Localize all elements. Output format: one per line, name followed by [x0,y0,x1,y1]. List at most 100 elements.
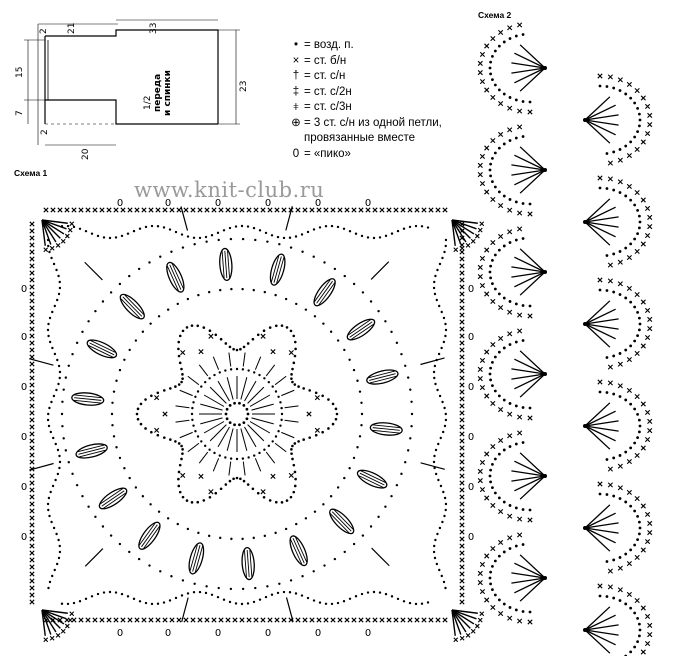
stitch-post [511,266,546,273]
sc-cross [459,466,465,472]
cluster-oval-line [90,340,116,353]
chain-dot [62,437,65,440]
chain-dot [87,320,90,323]
sc-cross [517,532,523,538]
chain-dot [489,276,493,280]
chain-dot [139,422,143,426]
chain-dot [144,601,148,605]
sc-cross [407,617,413,623]
cluster-oval-shape [71,392,105,406]
stitch-post [584,221,616,238]
stitch-post [244,380,257,402]
chain-dot [502,40,506,44]
chain-dot [410,412,414,416]
sc-cross [507,535,513,541]
sc-cross [148,207,154,213]
chain-dot [64,376,68,379]
sc-cross [141,617,147,623]
chain-dot [262,495,266,499]
chain-dot [395,341,399,345]
sc-cross [232,617,238,623]
sc-cross [640,605,646,611]
chain-dot [502,398,506,402]
chain-dot [180,367,183,371]
stitch-post [265,451,276,464]
chain-dot [141,495,145,498]
sc-cross [477,70,483,76]
chain-dot [180,457,183,461]
chain-dot [254,238,257,242]
sc-cross [597,379,603,385]
sc-cross [626,285,632,291]
chain-dot [636,538,639,542]
chain-dot [51,574,54,578]
chain-dot [508,547,512,550]
chain-dot [123,358,126,361]
sc-cross [490,196,496,203]
chain-dot [51,346,54,350]
chain-dot [208,377,211,380]
chain-dot [134,339,138,342]
chain-dot [598,186,602,190]
sc-cross [435,617,441,623]
stitch-post [514,256,546,273]
sc-cross [459,578,465,584]
sc-cross [517,516,523,522]
stitch-post [181,597,189,622]
chain-dot [508,139,512,142]
chain-dot [60,412,64,416]
sc-cross [607,74,613,80]
chain-dot [50,256,53,260]
sc-cross [253,207,259,213]
chain-dot [605,560,609,563]
sc-cross [435,207,441,213]
chain-dot [232,347,235,351]
stitch-post [514,52,546,69]
stitch-post [371,547,390,567]
stitch-post [514,460,546,477]
stitch-post [203,394,225,407]
chain-dot [322,322,325,325]
chain-dot [217,238,220,242]
cluster-oval-line [270,255,280,283]
chain-dot [493,49,497,53]
sc-cross [477,570,483,576]
stitch-post [519,271,546,296]
cluster-oval-line [100,488,124,505]
cluster-oval [71,392,105,406]
sc-cross [459,319,465,325]
sc-cross [29,326,35,332]
chain-dot [54,442,57,446]
chain-dot [629,446,633,450]
chain-dot [230,537,233,541]
chain-dot [156,433,160,437]
legend-label: = 3 ст. с/н из одной петли, [304,116,442,129]
chain-dot [491,360,494,364]
chain-dot [284,297,288,301]
chain-dot [219,487,223,491]
chain-dot [502,448,506,452]
chain-dot [514,302,518,306]
stitch-post [175,405,190,409]
chain-dot [406,449,410,452]
chain-dot [181,373,184,376]
sc-cross [309,617,315,623]
sc-cross [647,520,653,526]
chain-dot [128,348,131,352]
chain-dot [274,500,278,504]
chain-dot [324,225,328,228]
sc-cross [477,162,483,168]
chain-dot [437,304,441,308]
sc-cross [295,617,301,623]
chain-dot [605,85,609,88]
sc-cross [644,641,651,647]
chain-dot [618,556,622,559]
sc-cross [459,494,465,500]
cluster-oval-line [372,427,400,431]
sc-cross [29,431,35,437]
sc-cross [29,347,35,353]
chain-dot [192,591,196,594]
sc-cross [29,466,35,472]
stitch-post [584,629,616,646]
chain-dot [178,463,182,467]
